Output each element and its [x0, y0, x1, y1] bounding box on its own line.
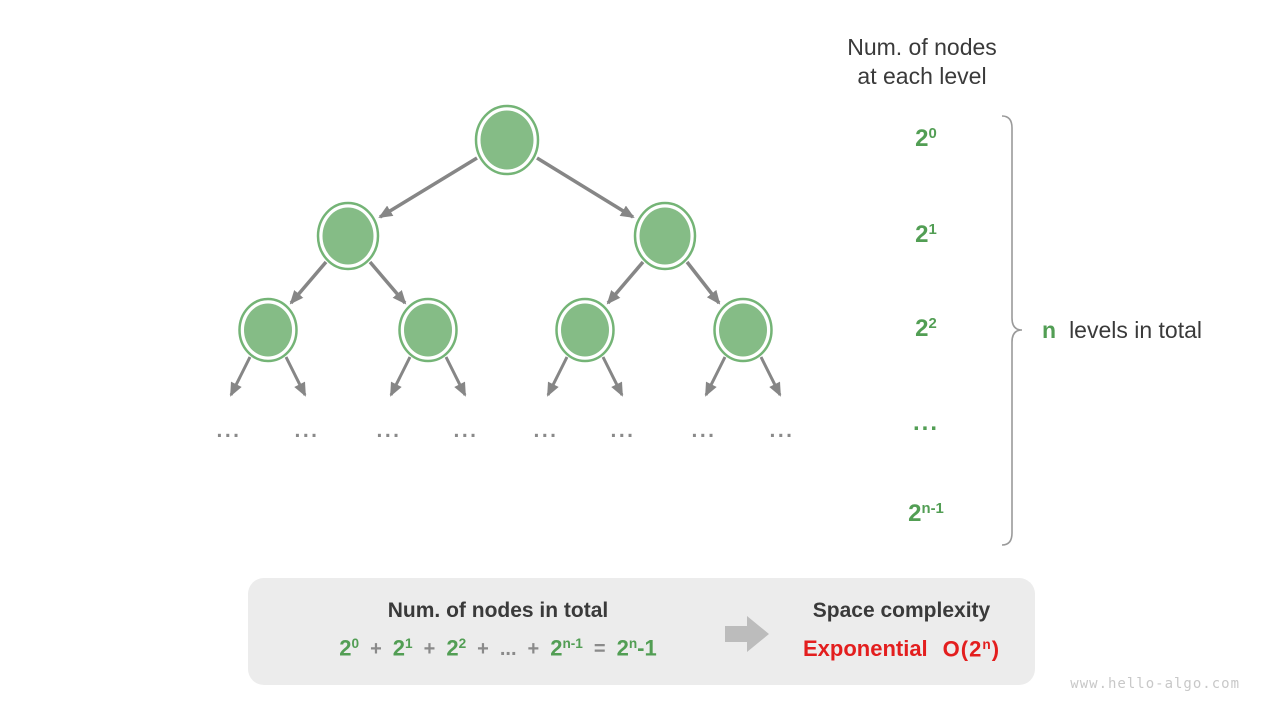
tree-node	[238, 297, 298, 363]
right-column-title-line2: at each level	[857, 63, 987, 89]
tree-node	[555, 297, 615, 363]
watermark: www.hello-algo.com	[1070, 676, 1240, 692]
level-label-ellipsis: ...	[912, 409, 939, 436]
tree-ellipsis: ...	[769, 419, 795, 442]
levels-in-total-text: levels in total	[1069, 317, 1203, 343]
big-o-notation: O(2n)	[942, 636, 1001, 662]
tree-node	[398, 297, 458, 363]
level-label-2-pow-1: 21	[915, 221, 937, 248]
tree-node	[633, 201, 697, 271]
tree-ellipsis: ...	[376, 419, 402, 442]
formula-term: 21	[392, 635, 413, 661]
implies-arrow-icon	[725, 616, 769, 652]
tree-nodes	[238, 104, 773, 363]
plus-operator: +	[527, 638, 540, 661]
tree-edges	[229, 156, 782, 397]
plus-operator: +	[370, 638, 382, 661]
plus-operator: +	[477, 638, 489, 661]
plus-operator: +	[423, 638, 436, 661]
space-complexity-title: Space complexity	[812, 599, 991, 622]
tree-node	[713, 297, 773, 363]
tree-ellipsis: ...	[216, 419, 242, 442]
tree-node-root	[474, 104, 540, 176]
tree-ellipsis: ...	[453, 419, 479, 442]
complexity-result: Exponential O(2n)	[768, 636, 1035, 662]
levels-brace	[1001, 115, 1023, 546]
complexity-class-label: Exponential	[802, 636, 928, 662]
formula-term: 2n-1	[550, 635, 583, 661]
tree-ellipsis: ...	[294, 419, 320, 442]
total-nodes-formula: 20 + 21 + 22 + ... + 2n-1 = 2n-1	[248, 635, 748, 661]
summary-box: Num. of nodes in total 20 + 21 + 22 + ..…	[248, 578, 1035, 685]
level-label-2-pow-2: 22	[915, 315, 937, 342]
right-column-title: Num. of nodes at each level	[812, 33, 1032, 91]
ellipsis-operator: ...	[499, 638, 517, 661]
formula-result: 2n-1	[616, 635, 657, 661]
equals-operator: =	[593, 638, 606, 661]
formula-term: 20	[339, 635, 360, 661]
total-nodes-title: Num. of nodes in total	[387, 599, 609, 622]
tree-node	[316, 201, 380, 271]
level-label-2-pow-0: 20	[915, 125, 937, 152]
formula-term: 22	[446, 635, 467, 661]
levels-in-total-note: n levels in total	[1042, 317, 1202, 344]
level-label-2-pow-n-1: 2n-1	[908, 500, 944, 527]
tree-ellipsis: ...	[533, 419, 559, 442]
n-symbol: n	[1042, 317, 1057, 343]
tree-ellipsis: ...	[691, 419, 717, 442]
right-column-title-line1: Num. of nodes	[847, 34, 997, 60]
tree-ellipsis: ...	[610, 419, 636, 442]
